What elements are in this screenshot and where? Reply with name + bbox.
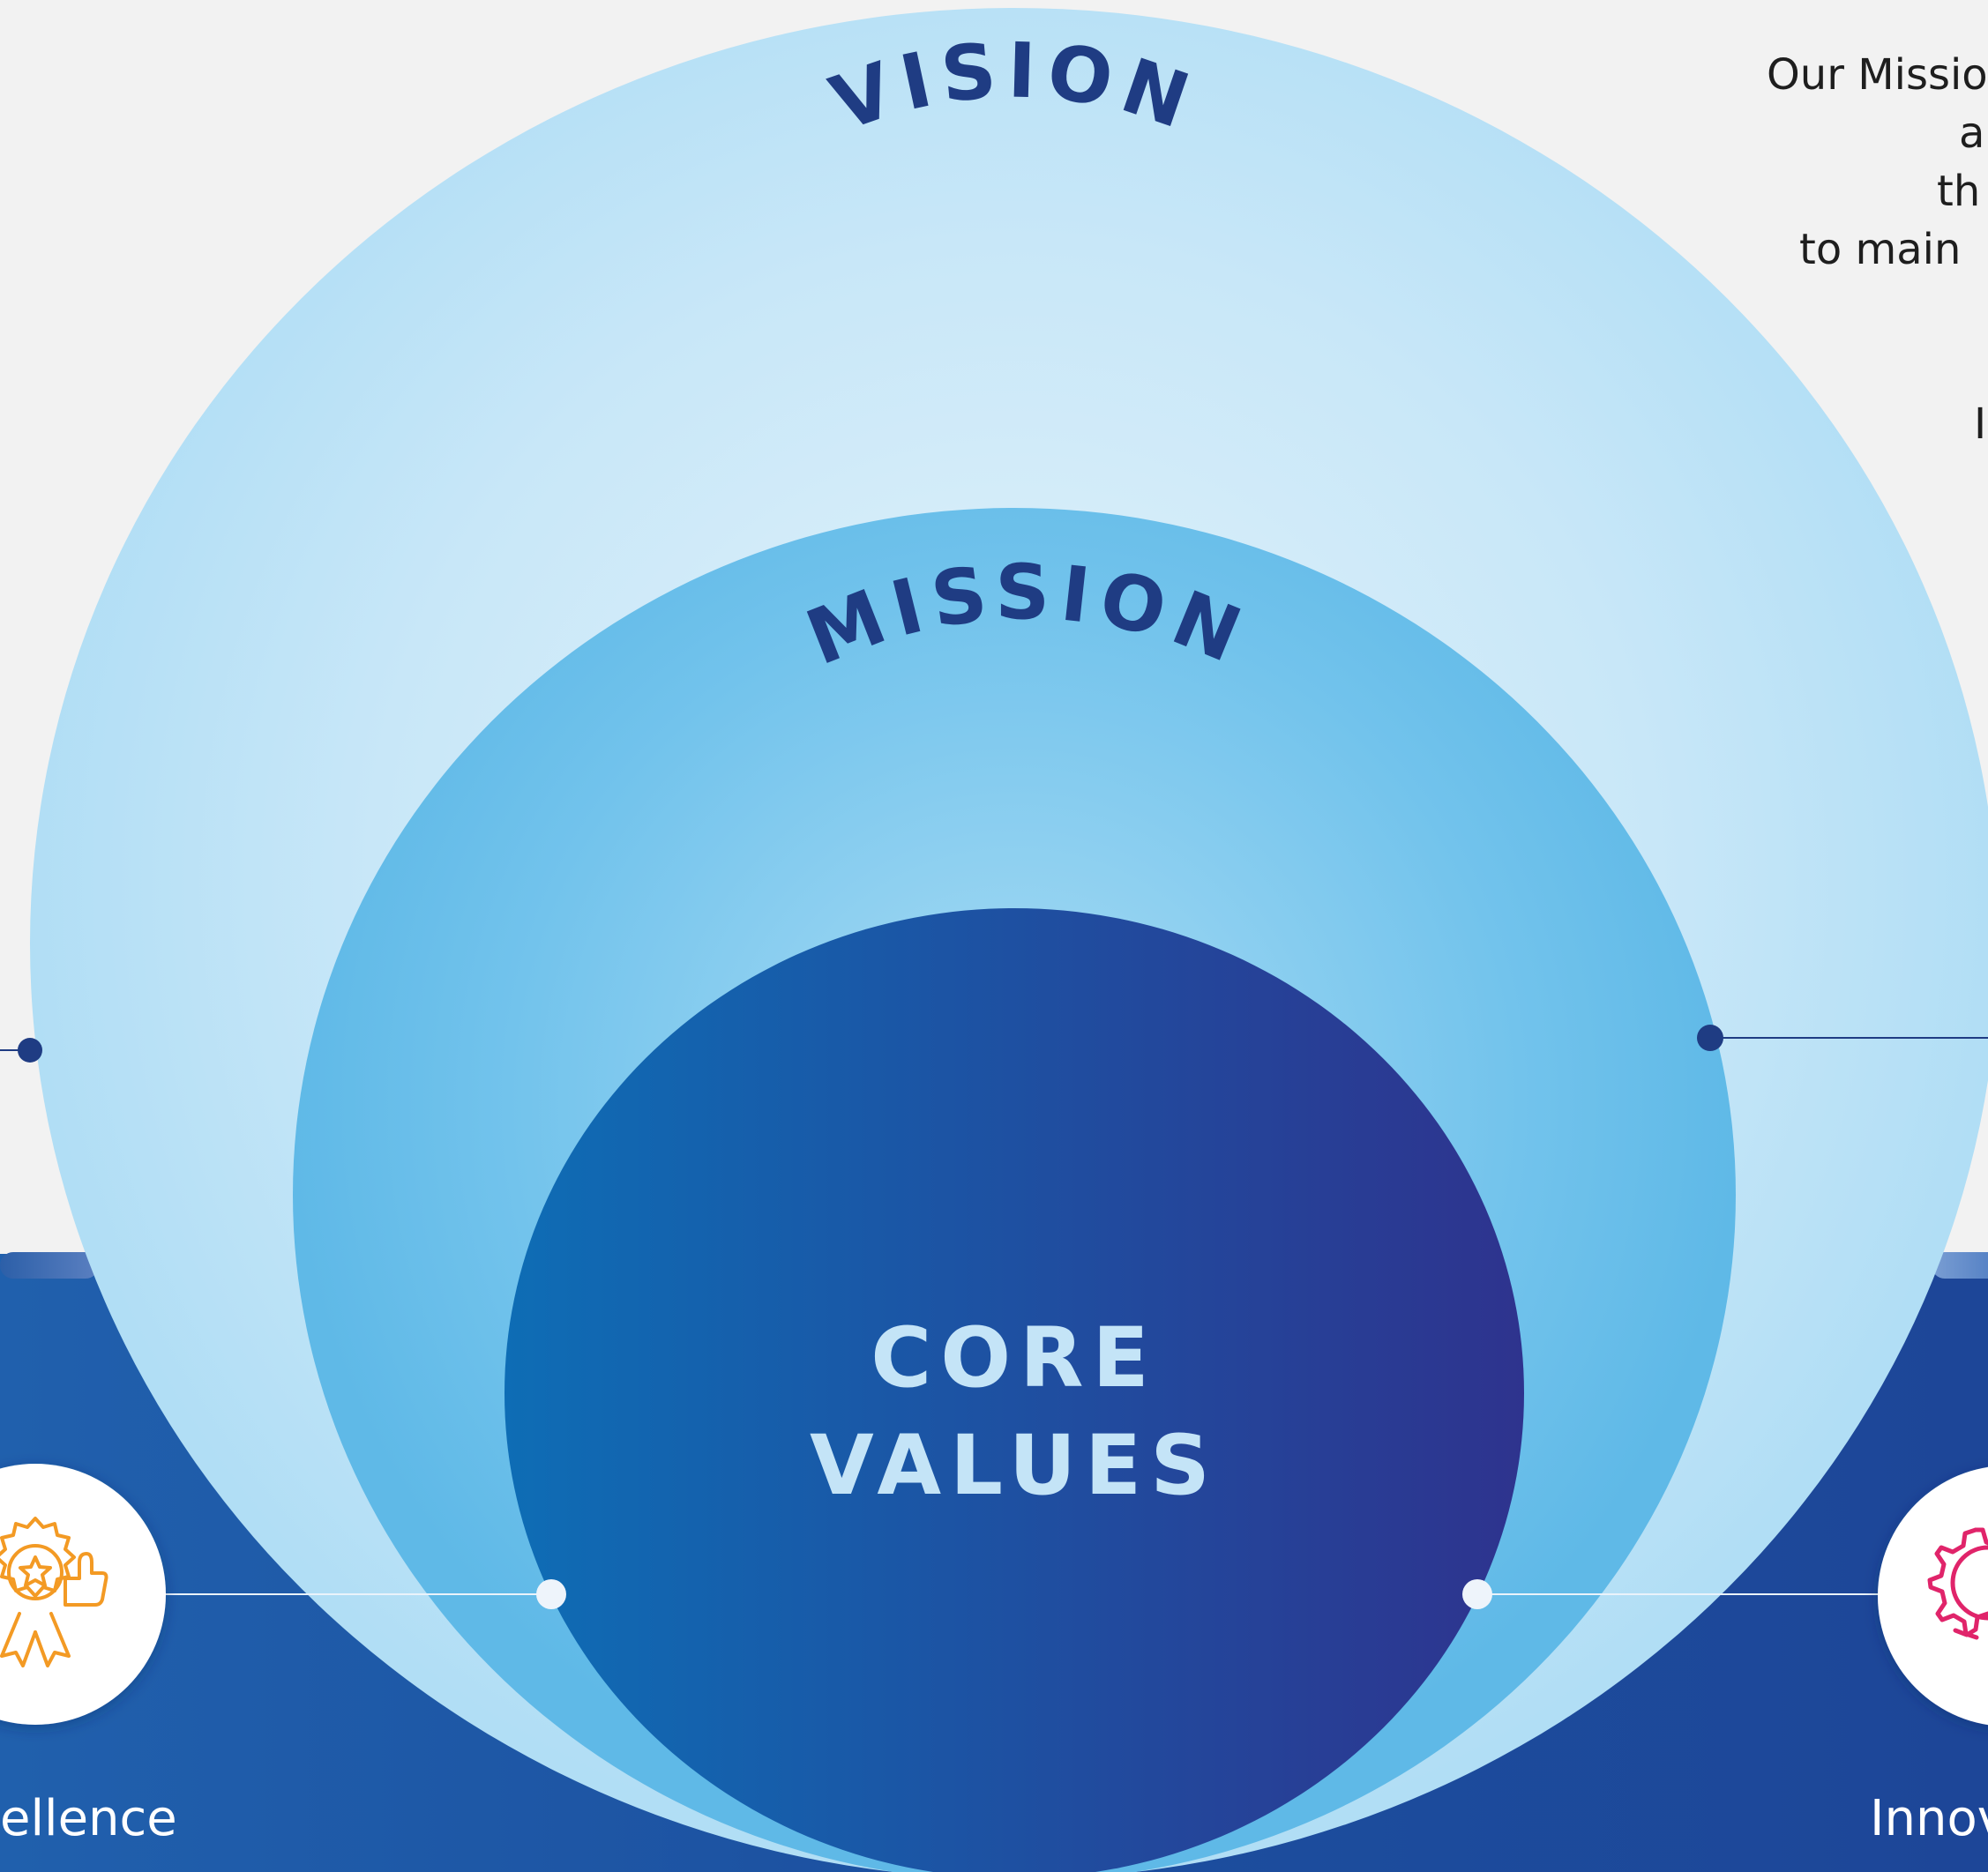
mission-text-line-1: Our Missio bbox=[1767, 50, 1988, 100]
band-tab-right bbox=[1932, 1252, 1988, 1279]
mission-text-line-4: to main bbox=[1799, 225, 1962, 274]
connector-dot-left-top bbox=[18, 1038, 42, 1063]
gear-bulb-icon bbox=[1927, 1527, 1988, 1640]
innovation-label: Innov bbox=[1870, 1790, 1988, 1847]
connector-dot-right-top bbox=[1697, 1025, 1723, 1051]
mission-text-line-2: a bbox=[1959, 108, 1985, 158]
core-values-circle bbox=[504, 908, 1524, 1872]
award-badge-icon bbox=[0, 1517, 108, 1667]
core-values-line2: VALUES bbox=[810, 1418, 1219, 1514]
connector-dot-innovation bbox=[1462, 1579, 1492, 1609]
mission-text-line-3: th bbox=[1937, 167, 1981, 216]
connector-dot-excellence bbox=[536, 1579, 566, 1609]
mission-text-extra: I bbox=[1974, 399, 1987, 449]
core-values-line1: CORE bbox=[871, 1310, 1158, 1406]
innovation-value-badge bbox=[1878, 1466, 1988, 1726]
excellence-value-badge bbox=[0, 1464, 166, 1725]
band-tab-left bbox=[0, 1252, 99, 1279]
excellence-label: ellence bbox=[0, 1790, 177, 1847]
core-values-title: CORE VALUES bbox=[706, 1305, 1323, 1520]
